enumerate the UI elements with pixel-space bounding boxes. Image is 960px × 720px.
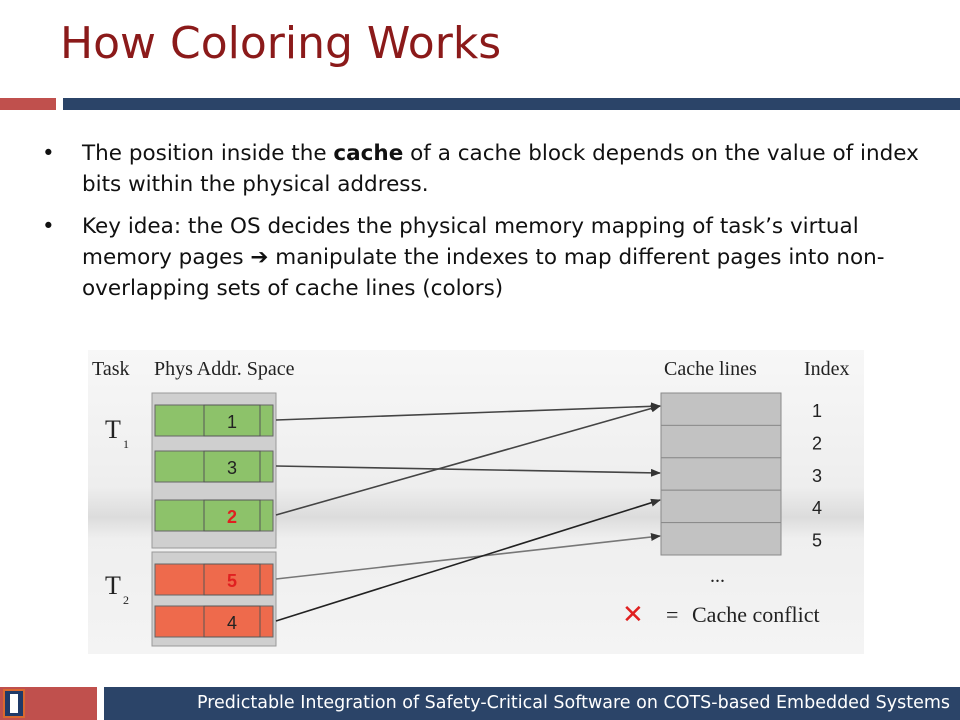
page-fill xyxy=(154,450,274,483)
mapping-arrow xyxy=(275,498,661,622)
task-column-header: Task xyxy=(92,358,129,380)
arrow-icon: ➔ xyxy=(250,245,269,270)
phys-addr-column-header: Phys Addr. Space xyxy=(154,358,295,380)
index-label: 3 xyxy=(812,466,822,486)
index-label: 4 xyxy=(812,498,822,518)
task-1-label: T xyxy=(105,415,121,444)
bullet-text-start: The position inside the xyxy=(82,141,334,166)
bullet-item: • Key idea: the OS decides the physical … xyxy=(40,211,920,304)
page-cell xyxy=(203,499,261,532)
index-label: 5 xyxy=(812,531,822,551)
bullet-list: • The position inside the cache of a cac… xyxy=(40,138,920,315)
task-2-label: T xyxy=(105,571,121,600)
task-1-subscript: 1 xyxy=(123,437,129,451)
page-fill xyxy=(154,563,274,596)
figure-canvas: Task Phys Addr. Space Cache lines Index … xyxy=(88,350,864,654)
bullet-text-end: of a cache block depends on the value of… xyxy=(82,141,919,197)
page-cell xyxy=(203,450,261,483)
page-list: 1 3 2 5 4 xyxy=(154,404,274,638)
page-label: 1 xyxy=(227,412,237,432)
page-block: 3 xyxy=(154,450,274,483)
index-labels: 1 2 3 4 5 xyxy=(812,401,822,551)
university-logo-icon xyxy=(3,689,25,718)
bullet-marker: • xyxy=(42,141,55,166)
ellipsis: ... xyxy=(710,565,725,587)
cache-coloring-figure: Task Phys Addr. Space Cache lines Index … xyxy=(88,350,864,654)
bullet-emphasis: cache xyxy=(333,141,404,166)
mapping-arrow xyxy=(275,404,661,516)
conflict-legend-label: Cache conflict xyxy=(692,602,820,627)
page-cell xyxy=(203,605,261,638)
page-block: 2 xyxy=(154,499,274,532)
page-block: 1 xyxy=(154,404,274,437)
slide-title: How Coloring Works xyxy=(60,18,502,69)
bullet-item: • The position inside the cache of a cac… xyxy=(40,138,920,200)
mapping-arrow xyxy=(275,465,661,477)
cache-lines xyxy=(660,392,782,556)
cache-line xyxy=(660,424,782,459)
index-label: 1 xyxy=(812,401,822,421)
page-cell xyxy=(203,404,261,437)
mapping-arrows xyxy=(275,402,661,622)
mapping-arrow xyxy=(275,402,661,421)
bullet-text-end: manipulate the indexes to map different … xyxy=(82,245,885,301)
page-fill xyxy=(154,605,274,638)
footer-bar: Predictable Integration of Safety-Critic… xyxy=(104,687,960,720)
cache-line xyxy=(660,489,782,524)
index-column-header: Index xyxy=(804,358,850,380)
title-rule-accent xyxy=(0,98,56,110)
page-label: 5 xyxy=(227,571,237,591)
bullet-text-start: Key idea: the OS decides the physical me… xyxy=(82,214,859,270)
page-label: 2 xyxy=(227,507,237,527)
cache-line xyxy=(660,457,782,491)
cache-lines-column-header: Cache lines xyxy=(664,358,757,380)
page-label: 4 xyxy=(227,613,237,633)
conflict-equals: = xyxy=(666,602,678,627)
conflict-x-icon: ✕ xyxy=(622,600,644,630)
bullet-marker: • xyxy=(42,214,55,239)
index-label: 2 xyxy=(812,433,822,453)
page-label: 3 xyxy=(227,458,237,478)
page-block: 4 xyxy=(154,605,274,638)
cache-line xyxy=(660,392,782,426)
cache-line xyxy=(660,522,782,556)
mapping-arrow xyxy=(275,533,661,580)
page-cell xyxy=(203,563,261,596)
page-fill xyxy=(154,404,274,437)
page-block: 5 xyxy=(154,563,274,596)
task-2-subscript: 2 xyxy=(123,593,129,607)
page-fill xyxy=(154,499,274,532)
footer-text: Predictable Integration of Safety-Critic… xyxy=(196,693,950,713)
title-rule xyxy=(63,98,960,110)
